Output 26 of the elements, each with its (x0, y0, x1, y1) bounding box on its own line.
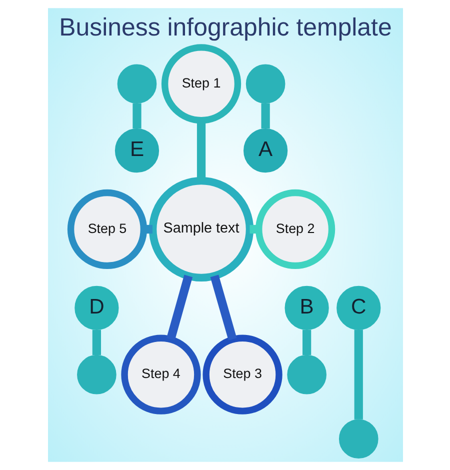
node-circle (116, 64, 156, 104)
node-circle (76, 354, 116, 394)
node-circle: Step 5 (66, 189, 147, 270)
connector (249, 224, 258, 234)
node-circle: Step 2 (254, 189, 335, 270)
node-circle (338, 419, 378, 459)
connector (210, 274, 236, 340)
connector (132, 103, 141, 129)
node-circle: Sample text (148, 176, 254, 282)
node-circle: Step 1 (160, 44, 241, 124)
connector (302, 330, 311, 356)
node-circle: D (74, 286, 118, 330)
node-circle: B (284, 286, 328, 330)
connector (92, 330, 101, 356)
diagram-title: Business infographic template (58, 14, 392, 42)
connector (260, 103, 270, 129)
node-circle: Step 4 (120, 334, 200, 414)
node-circle (286, 354, 326, 394)
node-circle: C (336, 286, 380, 330)
connector (354, 330, 362, 420)
node-circle: E (114, 128, 159, 173)
connector (166, 274, 192, 340)
connector (196, 120, 206, 181)
node-circle: Step 3 (202, 334, 282, 414)
node-circle (245, 64, 285, 104)
node-circle: A (243, 128, 288, 173)
